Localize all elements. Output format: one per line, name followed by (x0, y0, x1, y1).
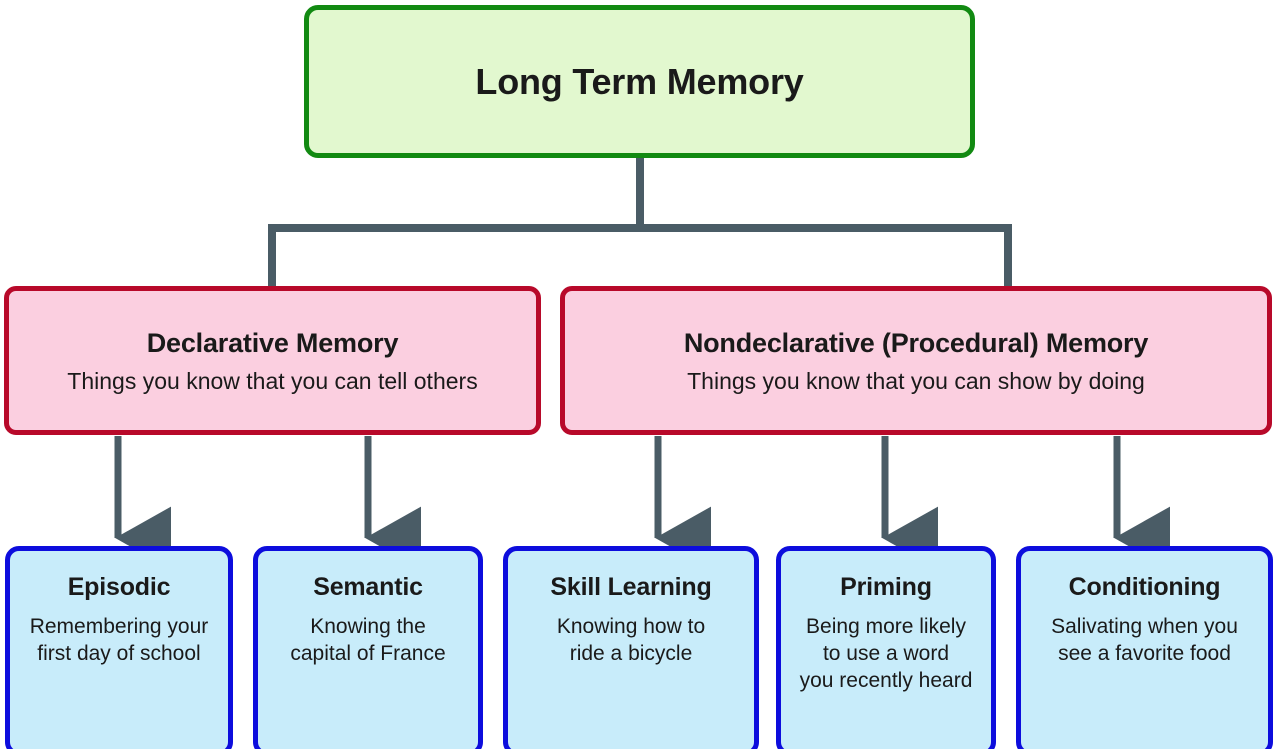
node-description: Being more likely to use a word you rece… (800, 613, 973, 694)
node-title: Nondeclarative (Procedural) Memory (683, 327, 1149, 358)
node-priming: Priming Being more likely to use a word … (776, 546, 996, 749)
node-description: Salivating when you see a favorite food (1051, 613, 1238, 667)
node-title: Conditioning (1068, 573, 1221, 601)
description-line: see a favorite food (1058, 642, 1231, 665)
node-title: Declarative Memory (146, 327, 399, 358)
description-line: Salivating when you (1051, 615, 1238, 638)
node-skill-learning: Skill Learning Knowing how to ride a bic… (503, 546, 759, 749)
description-line: Knowing how to (556, 615, 706, 638)
node-title: Long Term Memory (475, 60, 804, 102)
node-nondeclarative-memory: Nondeclarative (Procedural) Memory Thing… (560, 286, 1272, 435)
node-conditioning: Conditioning Salivating when you see a f… (1016, 546, 1273, 749)
node-description: Remembering your first day of school (30, 613, 209, 667)
node-title: Episodic (67, 573, 171, 601)
node-description: Knowing how to ride a bicycle (557, 613, 705, 667)
node-description: Things you know that you can tell others (67, 367, 478, 394)
node-description: Knowing the capital of France (290, 613, 445, 667)
node-title: Skill Learning (550, 573, 712, 601)
node-declarative-memory: Declarative Memory Things you know that … (4, 286, 541, 435)
description-line: Being more likely (806, 615, 966, 638)
description-line: Remembering your (29, 615, 209, 638)
node-long-term-memory: Long Term Memory (304, 5, 975, 158)
node-title: Semantic (313, 573, 423, 601)
node-description: Things you know that you can show by doi… (687, 367, 1145, 394)
description-line: ride a bicycle (569, 642, 693, 665)
node-episodic: Episodic Remembering your first day of s… (5, 546, 233, 749)
description-line: Knowing the (310, 615, 426, 638)
description-line: you recently heard (799, 669, 973, 692)
description-line: to use a word (822, 642, 950, 665)
description-line: first day of school (37, 642, 201, 665)
node-semantic: Semantic Knowing the capital of France (253, 546, 483, 749)
description-line: capital of France (290, 642, 446, 665)
node-title: Priming (840, 573, 932, 601)
